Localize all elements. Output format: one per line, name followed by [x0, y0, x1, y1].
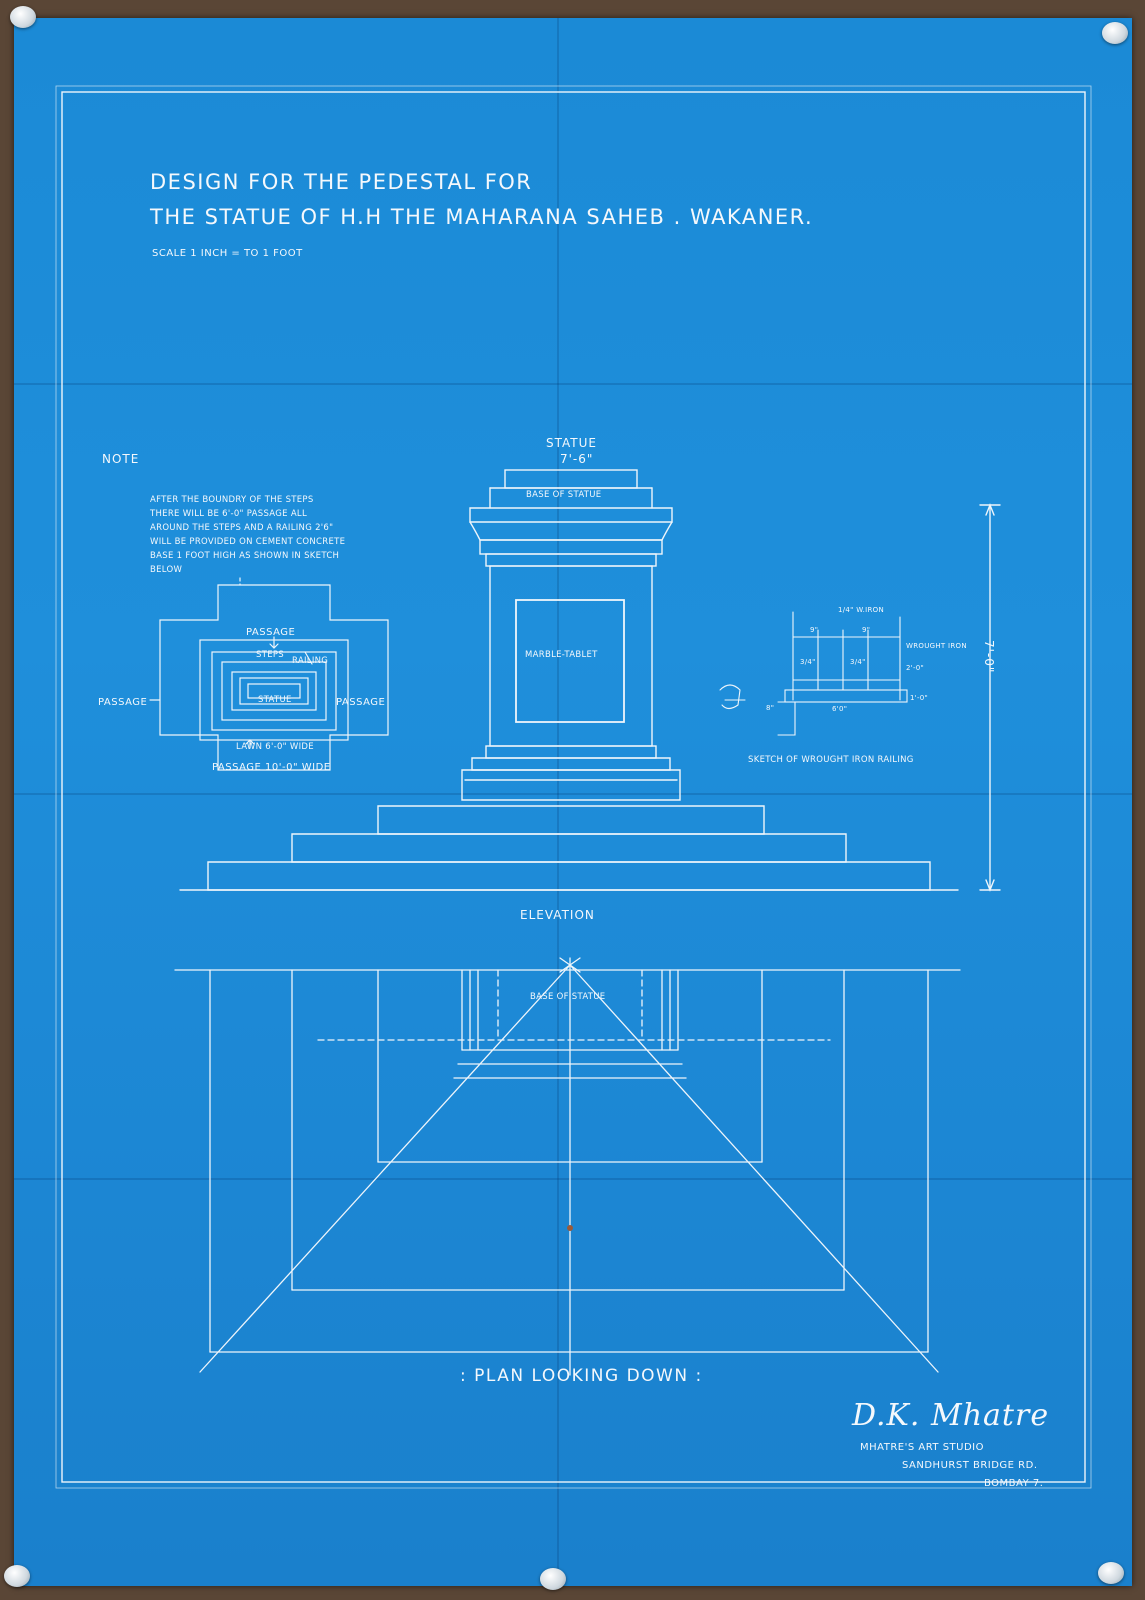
plan-base-of-statue-label: BASE OF STATUE	[530, 992, 606, 1002]
fold-line-horizontal	[14, 383, 1132, 385]
studio-address-line1: SANDHURST BRIDGE RD.	[902, 1460, 1038, 1471]
drawing-title-line2: THE STATUE OF H.H THE MAHARANA SAHEB . W…	[150, 205, 814, 229]
height-dimension-text: 7'-0"	[982, 640, 996, 674]
plan-caption: : PLAN LOOKING DOWN :	[460, 1366, 703, 1386]
site-plan-statue: STATUE	[258, 695, 292, 705]
note-line: AROUND THE STEPS AND A RAILING 2'6"	[150, 523, 334, 533]
note-line: BASE 1 FOOT HIGH AS SHOWN IN SKETCH	[150, 551, 340, 561]
thumbtack-icon	[4, 1565, 30, 1587]
note-heading: NOTE	[102, 452, 140, 466]
site-plan-passage-right: PASSAGE	[336, 697, 386, 708]
site-plan-steps: STEPS	[256, 650, 284, 660]
site-plan-passage-bottom: PASSAGE 10'-0" WIDE	[212, 762, 331, 773]
site-plan-railing: RAILING	[292, 656, 329, 666]
thumbtack-icon	[1098, 1562, 1124, 1584]
elevation-caption: ELEVATION	[520, 908, 595, 922]
site-plan-lawn: LAWN 6'-0" WIDE	[236, 742, 314, 752]
marble-tablet-label: MARBLE-TABLET	[525, 650, 598, 660]
railing-dim-3b: 3/4"	[850, 658, 866, 666]
pedestal-elevation	[179, 469, 959, 891]
thumbtack-icon	[540, 1568, 566, 1590]
base-of-statue-label: BASE OF STATUE	[526, 490, 602, 500]
drawing-title-line1: DESIGN FOR THE PEDESTAL FOR	[150, 170, 533, 194]
note-line: BELOW	[150, 565, 183, 575]
railing-dim-9b: 9"	[862, 626, 871, 634]
railing-dim-3a: 3/4"	[800, 658, 816, 666]
railing-dim-iron: WROUGHT IRON	[906, 642, 967, 650]
studio-name: MHATRE'S ART STUDIO	[860, 1442, 985, 1453]
railing-dim-1: 1'-0"	[910, 694, 929, 702]
drawing-scale: SCALE 1 INCH = TO 1 FOOT	[152, 248, 303, 259]
signature: D.K. Mhatre	[852, 1398, 1050, 1433]
railing-dim-8: 8"	[766, 704, 775, 712]
railing-sketch-caption: SKETCH OF WROUGHT IRON RAILING	[748, 755, 914, 765]
note-line: WILL BE PROVIDED ON CEMENT CONCRETE	[150, 537, 346, 547]
railing-dim-2: 2'-0"	[906, 664, 925, 672]
site-plan-passage-left: PASSAGE	[98, 697, 148, 708]
fold-line-vertical	[557, 18, 559, 1586]
thumbtack-icon	[10, 6, 36, 28]
plan-looking-down-drawing	[174, 957, 961, 1376]
site-plan-passage-top: PASSAGE	[246, 627, 296, 638]
railing-dim-top: 1/4" W.IRON	[838, 606, 885, 614]
statue-height: 7'-6"	[560, 452, 594, 466]
note-line: AFTER THE BOUNDRY OF THE STEPS	[150, 495, 314, 505]
site-plan-drawing	[149, 577, 389, 771]
drawing-border-outer	[55, 85, 1092, 1489]
note-line: THERE WILL BE 6'-0" PASSAGE ALL	[150, 509, 308, 519]
fold-line-horizontal	[14, 1178, 1132, 1180]
railing-dim-60: 6'0"	[832, 705, 848, 713]
blueprint-sheet	[14, 18, 1132, 1586]
height-dimension-line	[979, 503, 1001, 892]
thumbtack-icon	[1102, 22, 1128, 44]
fold-line-horizontal	[14, 793, 1132, 795]
drawing-border	[61, 91, 1086, 1483]
statue-label: STATUE	[546, 436, 597, 450]
railing-sketch-drawing	[719, 611, 908, 736]
railing-dim-9a: 9"	[810, 626, 819, 634]
studio-address-line2: BOMBAY 7.	[984, 1478, 1044, 1489]
